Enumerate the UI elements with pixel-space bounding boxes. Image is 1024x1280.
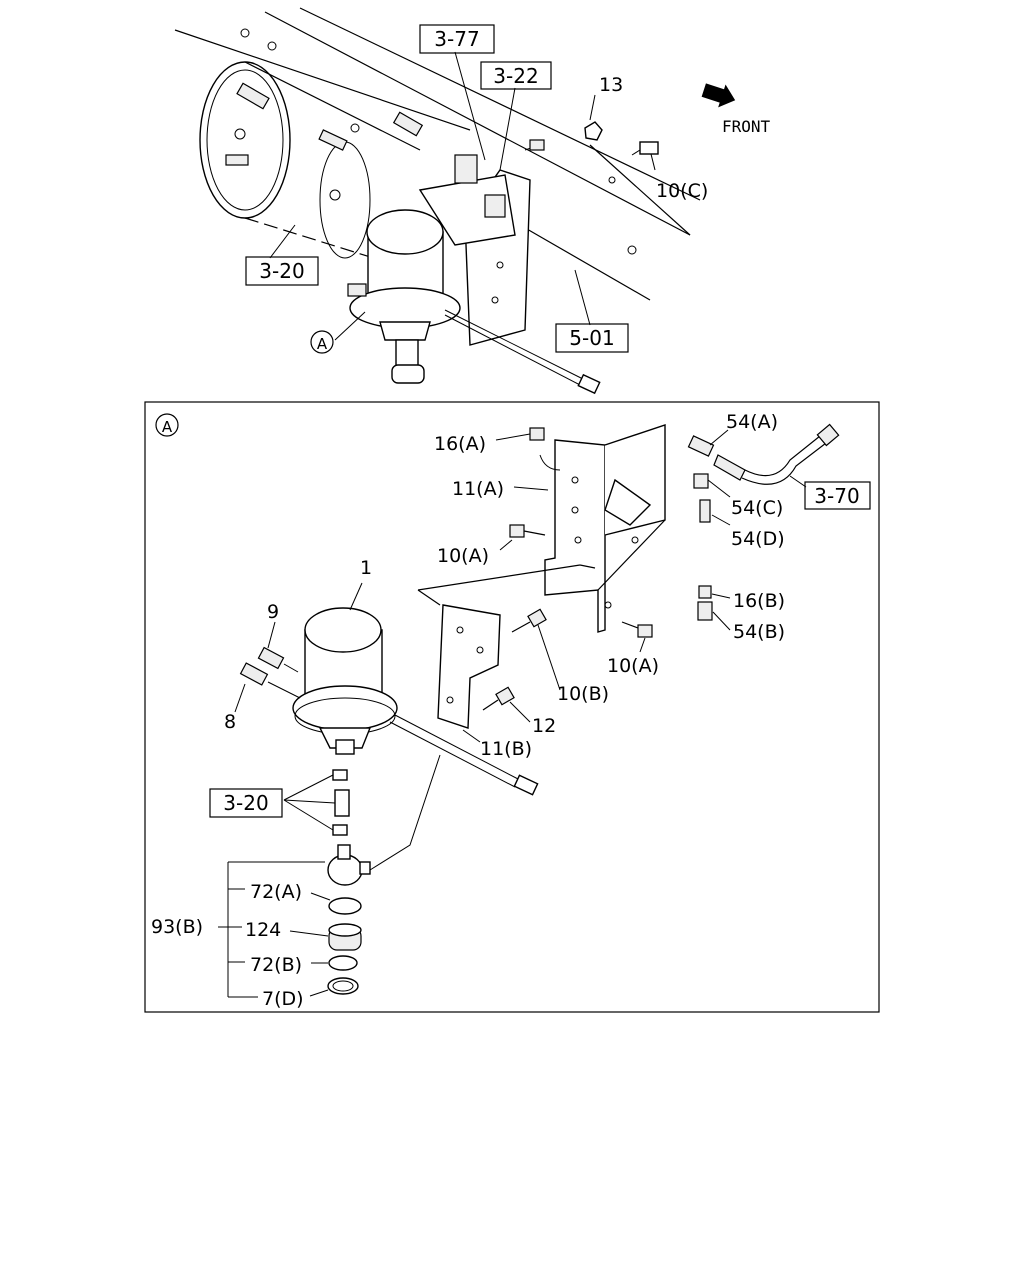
label-11a: 11(A) <box>452 478 504 500</box>
label-72b: 72(B) <box>250 954 302 976</box>
svg-text:3-20: 3-20 <box>223 791 268 815</box>
bolt-10a-right <box>621 621 653 638</box>
fitting-54b <box>697 601 713 621</box>
fitting-54d <box>699 499 711 523</box>
label-54d: 54(D) <box>731 528 785 550</box>
svg-text:A: A <box>162 418 173 436</box>
part-72a <box>328 897 362 915</box>
label-54b: 54(B) <box>733 621 785 643</box>
part-72b <box>328 955 358 971</box>
label-72a: 72(A) <box>250 881 302 903</box>
label-13: 13 <box>599 74 623 96</box>
top-view: 3-77 3-22 3-20 5-01 13 10(C) A FRONT <box>174 7 771 395</box>
fitting-54a <box>687 435 746 481</box>
ref-box-3-22[interactable]: 3-22 <box>480 61 552 90</box>
label-54c: 54(C) <box>731 497 783 519</box>
svg-text:5-01: 5-01 <box>569 326 614 350</box>
bolt-12 <box>482 686 515 711</box>
label-54a: 54(A) <box>726 411 778 433</box>
label-10b: 10(B) <box>557 683 609 705</box>
label-16a: 16(A) <box>434 433 486 455</box>
bolt-10a-left <box>509 524 546 538</box>
label-124: 124 <box>245 919 281 941</box>
label-7d: 7(D) <box>262 988 304 1010</box>
label-8: 8 <box>224 711 236 733</box>
label-10c: 10(C) <box>656 180 708 202</box>
part-124 <box>328 923 362 951</box>
front-arrow-icon <box>701 83 736 108</box>
svg-text:3-22: 3-22 <box>493 64 538 88</box>
nut-16b <box>698 585 712 599</box>
ref-box-5-01[interactable]: 5-01 <box>555 323 629 353</box>
label-11b: 11(B) <box>480 738 532 760</box>
ref-box-3-20-detail[interactable]: 3-20 <box>209 788 283 818</box>
bolt-10b <box>511 608 547 633</box>
drain-fittings-3-20 <box>332 769 350 836</box>
detail-a-marker-top[interactable]: A <box>310 330 334 354</box>
svg-text:3-70: 3-70 <box>814 484 859 508</box>
ref-box-3-77[interactable]: 3-77 <box>419 24 495 54</box>
ref-box-3-70[interactable]: 3-70 <box>804 481 871 510</box>
drain-valve <box>327 844 371 886</box>
label-93b: 93(B) <box>151 916 203 938</box>
part-7d <box>327 977 359 995</box>
svg-text:A: A <box>317 335 328 353</box>
frame-rail <box>174 7 701 301</box>
front-label: FRONT <box>722 117 771 136</box>
label-12: 12 <box>532 715 556 737</box>
svg-text:3-77: 3-77 <box>434 27 479 51</box>
label-10a-right: 10(A) <box>607 655 659 677</box>
air-tank <box>199 61 424 261</box>
bracket-11b <box>417 564 596 729</box>
detail-frame <box>144 401 880 1013</box>
hose-3-70 <box>741 423 840 485</box>
bracket-11a <box>539 424 666 633</box>
detail-a: A <box>144 401 880 1013</box>
detail-a-marker: A <box>155 413 179 437</box>
svg-text:3-20: 3-20 <box>259 259 304 283</box>
label-9: 9 <box>267 601 279 623</box>
label-1: 1 <box>360 557 372 579</box>
fitting-54c <box>693 473 709 489</box>
fitting-9 <box>257 646 299 673</box>
nut-16a <box>529 427 545 441</box>
label-10a-left: 10(A) <box>437 545 489 567</box>
air-dryer-1 <box>292 607 539 796</box>
ref-box-3-20-top[interactable]: 3-20 <box>245 256 319 286</box>
label-16b: 16(B) <box>733 590 785 612</box>
air-dryer-assembly <box>347 154 601 395</box>
fitting-8 <box>239 662 301 699</box>
